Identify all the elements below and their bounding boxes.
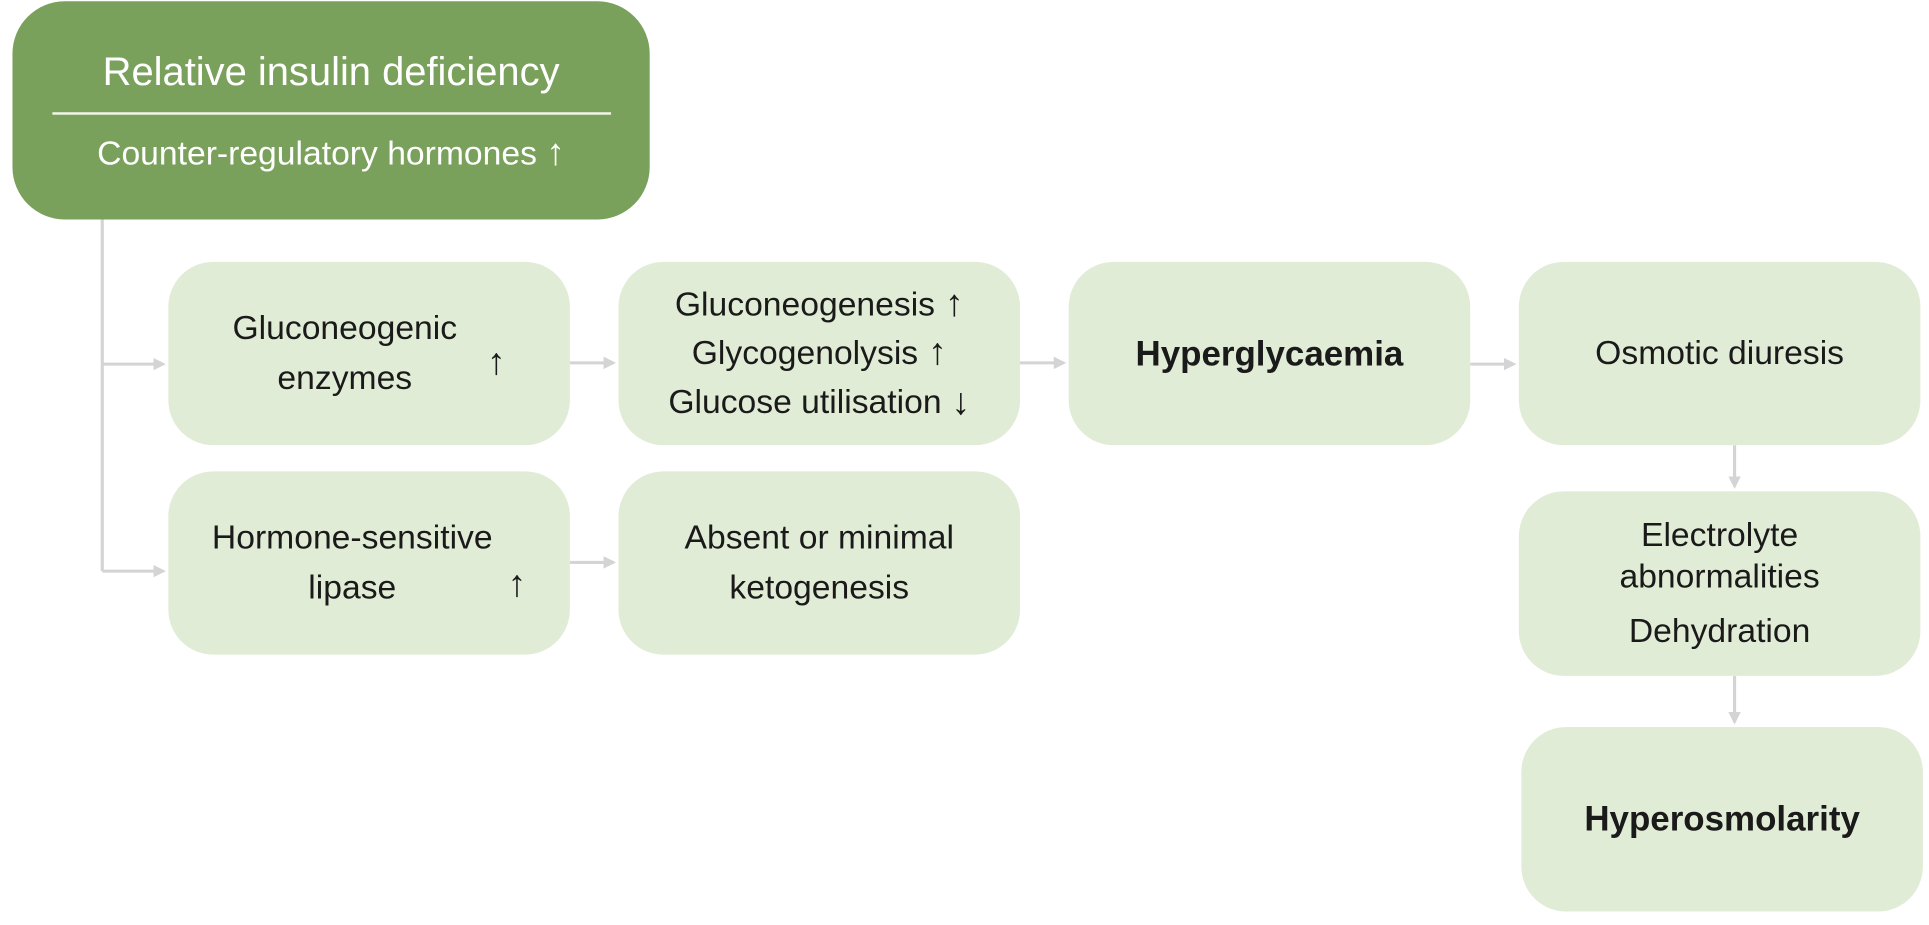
ketogenesis-line2: ketogenesis [729,568,910,606]
hormone-sensitive-lipase-box: Hormone-sensitive lipase ↑ [168,471,570,655]
up-arrow-icon: ↑ [487,341,506,383]
ketogenesis-label: Absent or minimal ketogenesis [685,514,954,612]
header-subtitle-row: Counter-regulatory hormones ↑ [97,131,566,173]
process-glycogenolysis: Glycogenolysis ↑ [692,329,947,378]
gluconeogenic-label: Gluconeogenic enzymes [232,305,457,403]
process-gluconeogenesis: Gluconeogenesis ↑ [675,280,964,329]
up-arrow-icon: ↑ [945,283,964,325]
ketogenesis-box: Absent or minimal ketogenesis [618,471,1021,655]
ketogenesis-line1: Absent or minimal [684,519,955,557]
dehydration-line: Dehydration [1628,612,1811,650]
gluconeogenic-line1: Gluconeogenic [232,309,458,348]
up-arrow-icon: ↑ [928,332,947,374]
up-arrow-icon: ↑ [507,563,527,605]
process-label: Glycogenolysis [691,334,919,372]
osmotic-diuresis-box: Osmotic diuresis [1518,261,1921,446]
osmotic-label: Osmotic diuresis [1595,334,1845,372]
hyperglycaemia-label: Hyperglycaemia [1135,333,1404,373]
hyperosmolarity-label: Hyperosmolarity [1584,799,1860,838]
lipase-label: Hormone-sensitive lipase [212,514,493,612]
lipase-line1: Hormone-sensitive [211,519,493,557]
header-subtitle: Counter-regulatory hormones [97,134,537,172]
gluconeogenic-line2: enzymes [277,358,413,396]
down-arrow-icon: ↓ [951,381,971,423]
electrolyte-label: Electrolyte abnormalities Dehydration [1619,516,1819,652]
lipase-row: Hormone-sensitive lipase ↑ [212,514,526,612]
gluconeogenic-row: Gluconeogenic enzymes ↑ [232,305,505,403]
insulin-deficiency-header: Relative insulin deficiency Counter-regu… [12,1,650,220]
gluconeogenic-enzymes-box: Gluconeogenic enzymes ↑ [168,261,570,446]
electrolyte-dehydration-box: Electrolyte abnormalities Dehydration [1518,491,1921,676]
process-glucose-utilisation: Glucose utilisation ↓ [668,378,970,427]
process-label: Glucose utilisation [668,382,942,421]
lipase-line2: lipase [308,568,397,606]
electrolyte-line1: Electrolyte [1640,516,1799,555]
up-arrow-icon: ↑ [546,131,566,173]
electrolyte-line2: abnormalities [1619,557,1820,595]
header-title: Relative insulin deficiency [102,48,560,93]
hyperosmolarity-box: Hyperosmolarity [1521,727,1923,912]
process-label: Gluconeogenesis [674,285,936,323]
hyperglycaemia-box: Hyperglycaemia [1068,261,1471,446]
header-divider [51,111,611,115]
glucose-processes-box: Gluconeogenesis ↑ Glycogenolysis ↑ Gluco… [618,261,1021,446]
